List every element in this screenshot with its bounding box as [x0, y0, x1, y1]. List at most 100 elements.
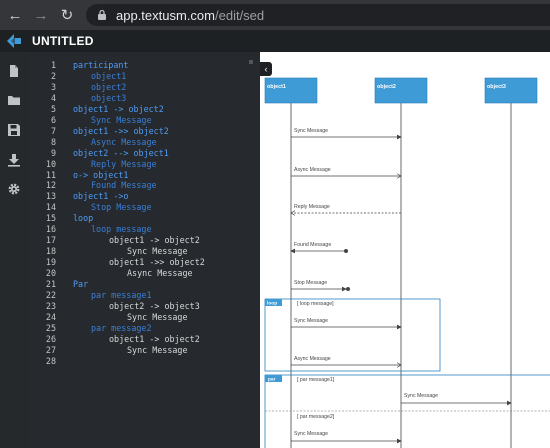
- settings-gear-icon[interactable]: [7, 182, 21, 196]
- par-fragment-frame: [264, 374, 550, 448]
- new-file-icon[interactable]: [7, 64, 21, 78]
- code-text: object1 ->> object2: [73, 125, 169, 136]
- textusm-logo-icon[interactable]: [5, 33, 23, 49]
- code-line[interactable]: 14 Stop Message: [28, 202, 260, 213]
- open-folder-icon[interactable]: [7, 93, 21, 107]
- code-text: object1 -> object2: [109, 333, 200, 344]
- code-text: Sync Message: [127, 311, 188, 322]
- back-arrow-icon[interactable]: ←: [7, 6, 23, 24]
- message-label: Sync Message: [294, 128, 328, 134]
- forward-arrow-icon[interactable]: →: [33, 6, 49, 24]
- code-line[interactable]: 10 Reply Message: [28, 159, 260, 170]
- code-text: object1 -> object2: [73, 103, 164, 114]
- par-guard-label: [ par message2]: [297, 414, 335, 420]
- save-icon[interactable]: [7, 123, 21, 137]
- stop-message-dot: [346, 287, 350, 291]
- code-text: par message1: [91, 289, 152, 300]
- message-label: Async Message: [294, 167, 331, 173]
- code-text: Async Message: [127, 268, 193, 279]
- line-number: 3: [50, 81, 56, 92]
- code-line[interactable]: 21 Par: [28, 279, 260, 290]
- url-path: /edit/sed: [215, 7, 265, 23]
- message-label: Sync Message: [294, 318, 328, 324]
- collapse-editor-chevron-icon[interactable]: ‹: [260, 62, 272, 76]
- editor-scrollbar[interactable]: [249, 60, 253, 64]
- line-number: 21: [45, 279, 56, 289]
- line-number: 28: [45, 355, 56, 366]
- line-number: 14: [45, 202, 56, 213]
- code-line[interactable]: 8 Async Message: [28, 137, 260, 148]
- message-label: Reply Message: [294, 204, 330, 210]
- code-text: Async Message: [91, 136, 157, 147]
- code-text: Reply Message: [91, 158, 157, 169]
- line-number: 18: [45, 246, 56, 257]
- line-number: 16: [45, 224, 56, 235]
- line-number: 2: [50, 70, 56, 81]
- line-number: 10: [45, 158, 56, 169]
- address-bar[interactable]: app.textusm.com/edit/sed: [86, 4, 550, 26]
- line-number: 19: [45, 257, 56, 268]
- line-number: 27: [45, 344, 56, 355]
- code-line[interactable]: 28: [28, 356, 260, 367]
- code-text: loop: [73, 213, 94, 224]
- code-text: par message2: [91, 322, 152, 333]
- participant-box: [264, 77, 318, 104]
- line-number: 8: [50, 136, 56, 147]
- document-title[interactable]: UNTITLED: [32, 34, 94, 48]
- code-text: o-> object1: [73, 169, 129, 180]
- code-line[interactable]: 4 object3: [28, 93, 260, 104]
- par-guard-label: [ par message1]: [297, 377, 335, 383]
- participant-box: [374, 77, 428, 104]
- code-line[interactable]: 20 Async Message: [28, 268, 260, 279]
- code-text: Sync Message: [127, 344, 188, 355]
- code-text: Stop Message: [91, 202, 152, 213]
- code-text: object2 -> object3: [109, 300, 200, 311]
- loop-fragment-frame: [264, 298, 441, 372]
- code-text: object2: [91, 81, 127, 92]
- message-label: Sync Message: [404, 393, 438, 399]
- line-number: 20: [45, 268, 56, 279]
- code-text: object3: [91, 92, 127, 103]
- line-number: 17: [45, 235, 56, 246]
- line-number: 12: [45, 180, 56, 191]
- code-line[interactable]: 3 object2: [28, 82, 260, 93]
- code-line[interactable]: 22 par message1: [28, 290, 260, 301]
- message-label: Found Message: [294, 242, 331, 248]
- line-number: 22: [45, 289, 56, 300]
- url-host: app.textusm.com: [116, 7, 215, 23]
- code-text: object1: [91, 70, 127, 81]
- code-text: object1 ->o: [73, 191, 129, 202]
- app-header: UNTITLED: [0, 30, 550, 52]
- message-label: Sync Message: [294, 431, 328, 437]
- side-icon-bar: [0, 52, 28, 448]
- line-number: 1: [50, 60, 56, 70]
- download-icon[interactable]: [7, 153, 21, 167]
- code-text: Par: [73, 279, 89, 289]
- line-number: 4: [50, 92, 56, 103]
- participant-label: object2: [377, 84, 396, 90]
- code-line[interactable]: 2 object1: [28, 71, 260, 82]
- loop-guard-label: [ loop message]: [297, 301, 334, 307]
- reload-icon[interactable]: ↻: [60, 7, 74, 24]
- lock-icon: [98, 9, 106, 20]
- code-line[interactable]: 27 Sync Message: [28, 345, 260, 356]
